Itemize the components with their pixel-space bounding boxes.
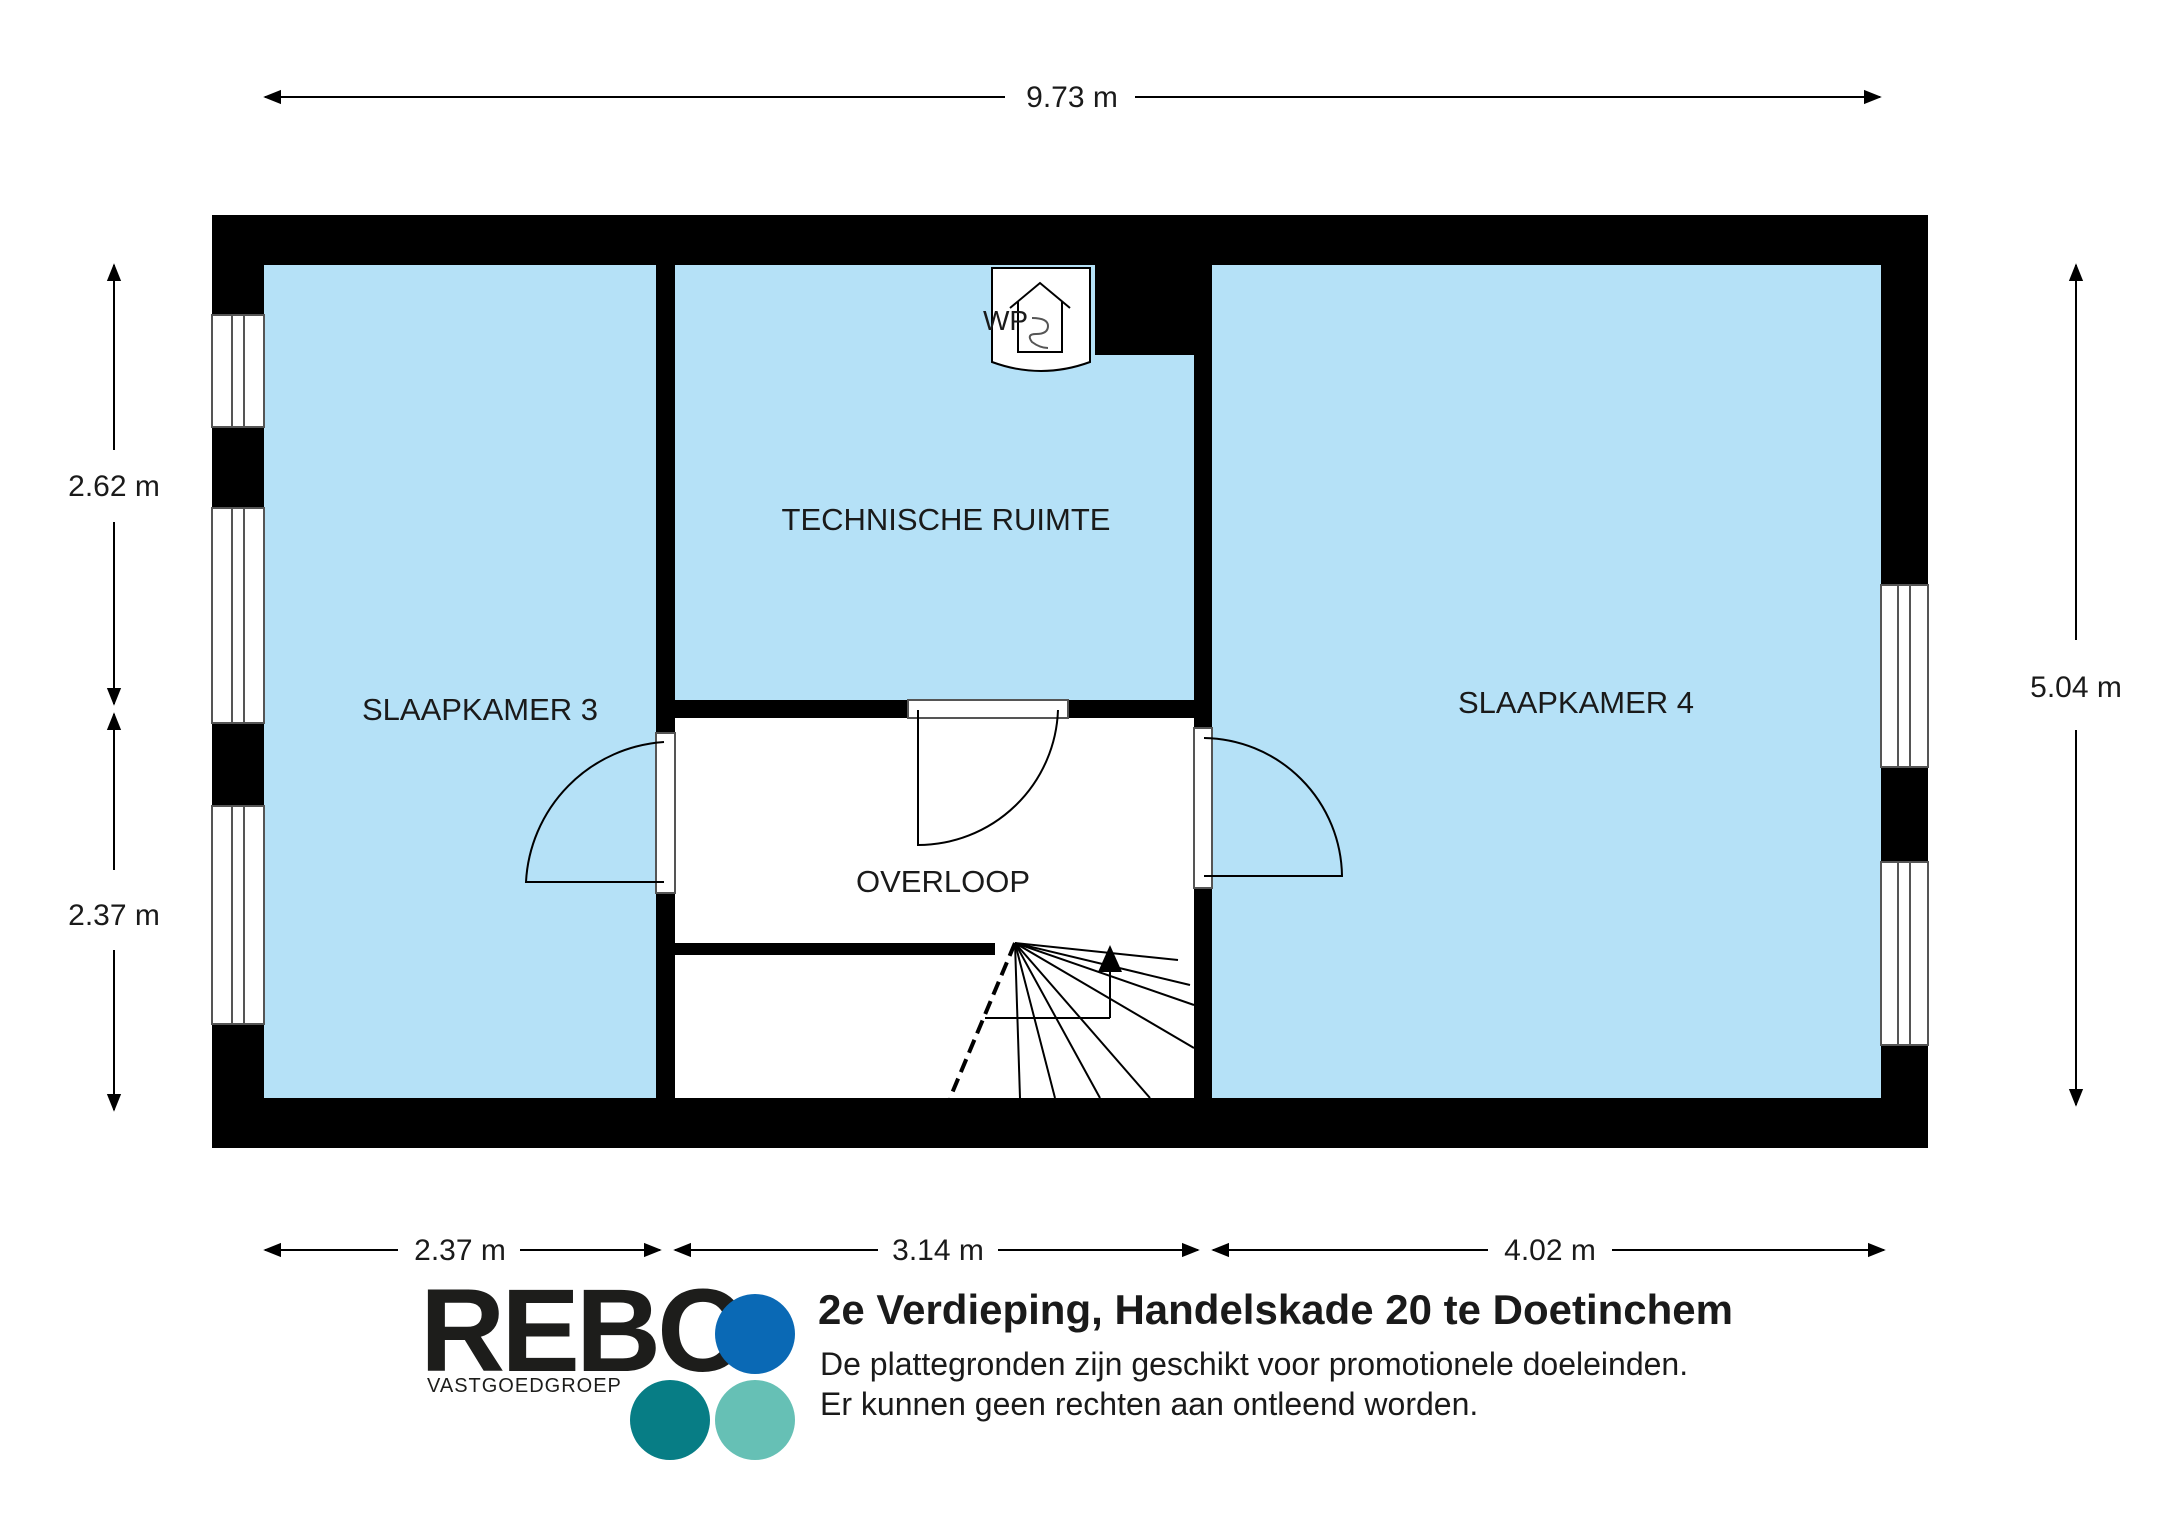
- label-slaapkamer-3: SLAAPKAMER 3: [362, 692, 598, 727]
- logo-dot-teal: [630, 1380, 710, 1460]
- dim-left-lower: 2.37 m: [68, 899, 160, 932]
- footer-disclaimer-1: De plattegronden zijn geschikt voor prom…: [820, 1346, 1689, 1382]
- room-slaapkamer-3: [264, 265, 656, 1098]
- stairs: [948, 942, 1195, 1099]
- label-slaapkamer-4: SLAAPKAMER 4: [1458, 685, 1694, 720]
- door-swings: [524, 709, 1344, 883]
- heat-pump-label: WP: [983, 305, 1028, 336]
- dim-bottom-right: 4.02 m: [1504, 1234, 1596, 1267]
- dim-bottom-middle: 3.14 m: [892, 1234, 984, 1267]
- dim-total-width: 9.73 m: [1026, 81, 1118, 114]
- room-overloop: [675, 718, 1194, 943]
- door-openings: [655, 699, 1213, 894]
- footer-disclaimer-2: Er kunnen geen rechten aan ontleend word…: [820, 1386, 1479, 1422]
- room-slaapkamer-4: [1212, 265, 1881, 1098]
- heat-pump-icon: [991, 267, 1091, 372]
- logo-wordmark: REBO: [420, 1265, 749, 1397]
- dim-bottom-left: 2.37 m: [414, 1234, 506, 1267]
- logo-dot-blue: [715, 1294, 795, 1374]
- logo-subtitle: VASTGOEDGROEP: [427, 1375, 622, 1397]
- dim-right-height: 5.04 m: [2030, 671, 2122, 704]
- logo-dot-mint: [715, 1380, 795, 1460]
- label-overloop: OVERLOOP: [856, 864, 1030, 899]
- windows-right: [1880, 584, 1929, 1046]
- room-technische-ruimte: [675, 265, 1194, 700]
- room-stairwell: [995, 943, 1194, 1098]
- label-technische-ruimte: TECHNISCHE RUIMTE: [782, 502, 1111, 537]
- dim-left-upper: 2.62 m: [68, 470, 160, 503]
- room-storage: [675, 955, 995, 1098]
- arrow-up-icon: [1098, 945, 1122, 972]
- footer-title: 2e Verdieping, Handelskade 20 te Doetinc…: [818, 1286, 1733, 1333]
- windows-left: [211, 314, 265, 1025]
